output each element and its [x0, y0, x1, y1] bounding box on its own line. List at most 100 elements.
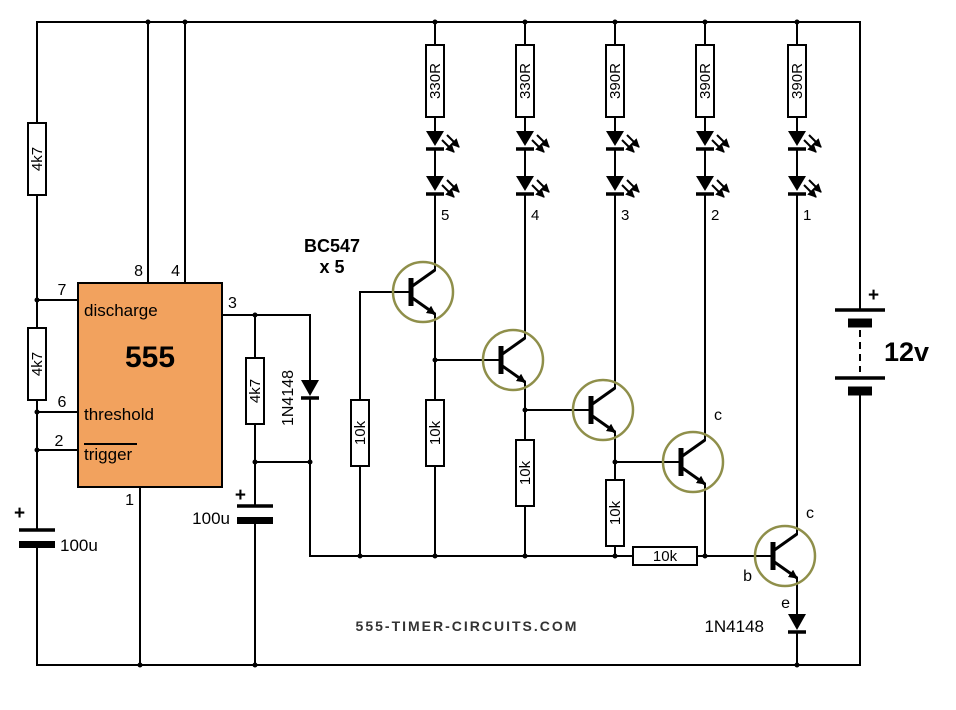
transistor-body	[391, 260, 455, 324]
led-branch-2: 330R 4	[515, 21, 550, 339]
resistor-390r	[787, 44, 807, 118]
resistor-10k-base-2: 10k	[425, 399, 445, 467]
resistor-value: 390R	[607, 63, 624, 99]
capacitor-value: 100u	[192, 509, 230, 528]
battery-12v: + 12v	[835, 285, 929, 396]
resistor-330r	[515, 44, 535, 118]
led-branch-3: 390R 3	[605, 21, 640, 389]
led-icon	[788, 131, 822, 153]
resistor-4k7-left-top: 4k7	[27, 122, 47, 196]
led-icon	[516, 131, 550, 153]
junction-dot	[145, 19, 151, 25]
led-icon	[426, 176, 460, 198]
emitter-lead	[680, 465, 706, 486]
collector-lead	[772, 532, 798, 553]
diode-triangle	[788, 614, 806, 630]
junction-dot	[522, 553, 528, 559]
site-credit: 555-TIMER-CIRCUITS.COM	[356, 618, 579, 634]
junction-dot	[612, 19, 618, 25]
ic-label-discharge: discharge	[84, 301, 158, 320]
pin-number-2: 2	[55, 433, 64, 450]
resistor-10k-base-3: 10k	[515, 439, 535, 507]
collector-letter: c	[806, 505, 814, 522]
pin-number-1: 1	[125, 492, 134, 509]
junction-dot	[34, 297, 40, 303]
junction-dot	[522, 19, 528, 25]
resistor-10k-base-1: 10k	[350, 399, 370, 467]
junction-dot	[522, 407, 528, 413]
ic-555: discharge 555 threshold trigger 8 4 7 6 …	[55, 263, 237, 509]
output-network-wires	[254, 314, 634, 666]
junction-dot	[432, 357, 438, 363]
wiring	[36, 21, 861, 666]
resistor-value: 4k7	[247, 379, 264, 403]
capacitor-value: 100u	[60, 536, 98, 555]
capacitor-plate-bottom	[237, 517, 273, 524]
outer-rail-wires	[36, 21, 861, 666]
ic-pin-wires	[36, 21, 311, 666]
ic-body	[77, 282, 223, 488]
resistor-value: 390R	[789, 63, 806, 99]
pin-number-6: 6	[58, 394, 67, 411]
junction-dot	[794, 19, 800, 25]
resistor-body	[632, 546, 698, 566]
resistor-390r	[695, 44, 715, 118]
led-number: 3	[621, 207, 629, 224]
diode-label: 1N4148	[704, 617, 764, 636]
resistor-value: 4k7	[29, 352, 46, 376]
led-icon	[606, 176, 640, 198]
transistor-type-label: BC547	[304, 236, 360, 256]
emitter-lead	[772, 559, 798, 580]
transistor-body	[753, 524, 817, 588]
ic-label-threshold: threshold	[84, 405, 154, 424]
resistor-body	[515, 439, 535, 507]
resistor-body	[425, 399, 445, 467]
collector-lead	[410, 268, 436, 289]
transistor-body	[661, 430, 725, 494]
transistor-body	[481, 328, 545, 392]
resistor-10k-base-5: 10k	[632, 546, 698, 566]
junction-dots	[34, 19, 800, 668]
capacitor-100u-timing: + 100u	[14, 503, 98, 555]
transistor-q5: c b e	[743, 505, 817, 612]
junction-dot	[357, 553, 363, 559]
diode-label: 1N4148	[280, 370, 297, 426]
pin-number-7: 7	[58, 282, 67, 299]
junction-dot	[34, 447, 40, 453]
junction-dot	[307, 459, 313, 465]
diode-triangle	[301, 380, 319, 396]
emitter-letter: e	[781, 595, 790, 612]
resistor-body	[27, 327, 47, 401]
capacitor-plate-bottom	[19, 541, 55, 548]
led-number: 2	[711, 207, 719, 224]
collector-lead	[680, 438, 706, 459]
junction-dot	[794, 662, 800, 668]
transistor-count-label: x 5	[319, 257, 344, 277]
capacitor-100u-ramp: + 100u	[192, 485, 273, 528]
led-branch-5: 390R 1	[787, 21, 822, 535]
base-network-wires	[359, 291, 798, 666]
junction-dot	[34, 409, 40, 415]
emitter-lead	[590, 413, 616, 434]
resistor-value: 10k	[607, 500, 624, 525]
junction-dot	[432, 19, 438, 25]
junction-dot	[612, 459, 618, 465]
resistor-value: 330R	[517, 63, 534, 99]
led-icon	[696, 176, 730, 198]
resistor-value: 10k	[352, 420, 369, 445]
polarity-plus: +	[235, 485, 246, 506]
led-number: 1	[803, 207, 811, 224]
led-number: 5	[441, 207, 449, 224]
resistor-body	[350, 399, 370, 467]
emitter-lead	[410, 295, 436, 316]
resistor-value: 10k	[653, 548, 678, 565]
diode-1n4148-output: 1N4148	[280, 370, 319, 426]
junction-dot	[702, 553, 708, 559]
base-letter: b	[743, 568, 752, 585]
transistor-q3	[571, 378, 635, 442]
transistor-body	[571, 378, 635, 442]
polarity-plus: +	[14, 503, 25, 524]
pin-number-8: 8	[134, 263, 143, 280]
resistor-body	[245, 357, 265, 425]
